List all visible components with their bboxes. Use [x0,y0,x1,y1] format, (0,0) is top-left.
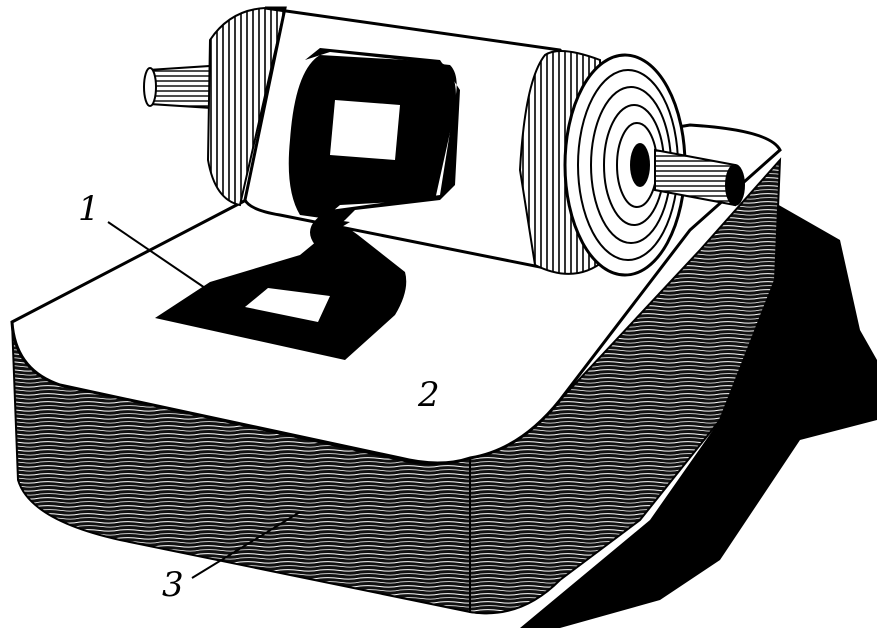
callout-label-3: 3 [162,568,184,602]
callout-label-1: 1 [78,192,100,226]
callout-label-2: 2 [418,378,440,412]
